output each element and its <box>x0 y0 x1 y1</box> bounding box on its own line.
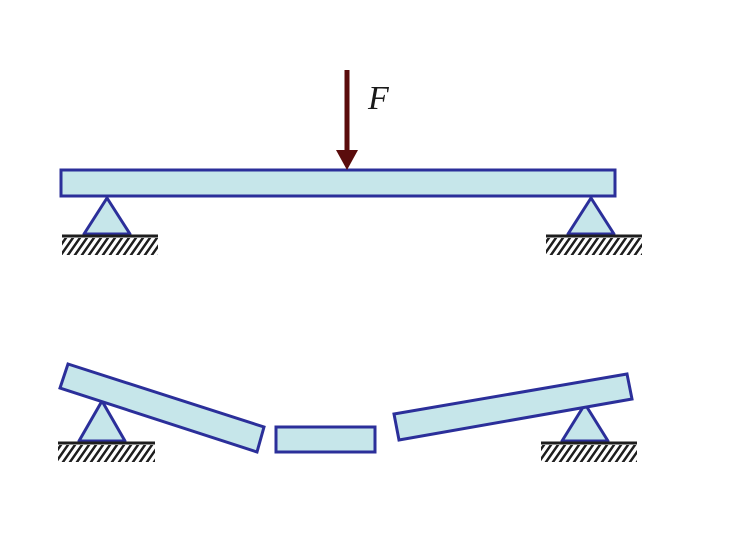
right-support-top <box>546 196 642 255</box>
left-support-bottom <box>58 399 155 462</box>
broken-beam-right-piece <box>392 372 634 442</box>
ground-hatch <box>62 238 158 255</box>
fractured-beam-group <box>58 362 637 462</box>
broken-beam-middle-piece <box>274 425 377 454</box>
pin-support-triangle <box>82 196 132 236</box>
pin-support-triangle <box>566 196 616 236</box>
force-arrow <box>336 70 358 170</box>
pin-support-triangle <box>560 402 610 443</box>
force-label: F <box>367 80 390 117</box>
broken-beam-left-piece <box>58 362 266 454</box>
right-support-bottom <box>541 402 637 462</box>
loaded-beam-group: F <box>59 70 642 255</box>
intact-beam <box>59 168 617 198</box>
ground-hatch <box>541 445 637 462</box>
ground-hatch <box>546 238 642 255</box>
force-arrow-head <box>336 150 358 170</box>
pin-support-triangle <box>77 399 127 443</box>
ground-hatch <box>58 445 155 462</box>
left-support-top <box>62 196 158 255</box>
